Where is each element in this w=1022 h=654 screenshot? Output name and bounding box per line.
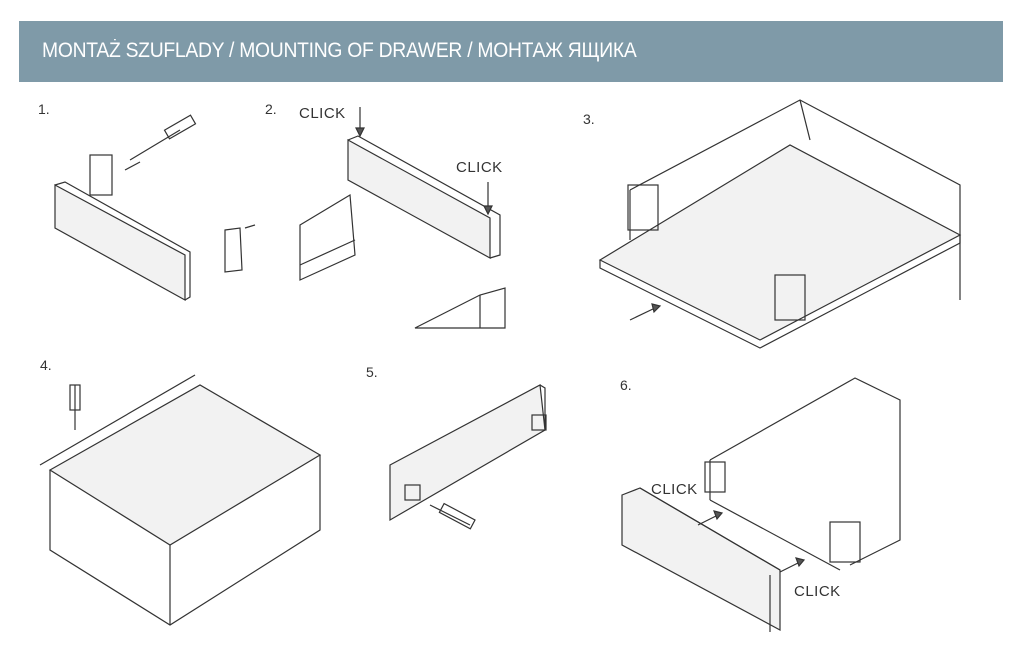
step-6-number: 6. (620, 377, 632, 393)
header-bar: MONTAŻ SZUFLADY / MOUNTING OF DRAWER / М… (19, 21, 1003, 82)
step-4-number: 4. (40, 357, 52, 373)
step-2-click-label: CLICK (299, 105, 346, 122)
step-4-drawer-assembly-illustration (39, 374, 322, 626)
step-5-back-panel-illustration (389, 384, 547, 530)
page-title: MONTAŻ SZUFLADY / MOUNTING OF DRAWER / М… (42, 39, 637, 62)
step-3-number: 3. (583, 111, 595, 127)
step-2-number: 2. (265, 101, 277, 117)
step-3-drawer-base-illustration (598, 99, 962, 349)
step-5-number: 5. (366, 364, 378, 380)
step-2-drawer-side-illustration (299, 107, 506, 329)
step-1-number: 1. (38, 101, 50, 117)
step-6-click-label: CLICK (794, 583, 841, 600)
step-2-click-label: CLICK (456, 159, 503, 176)
step-6-click-label: CLICK (651, 481, 698, 498)
step-6-front-mount-illustration (621, 377, 901, 632)
step-1-front-panel-illustration (54, 114, 256, 302)
